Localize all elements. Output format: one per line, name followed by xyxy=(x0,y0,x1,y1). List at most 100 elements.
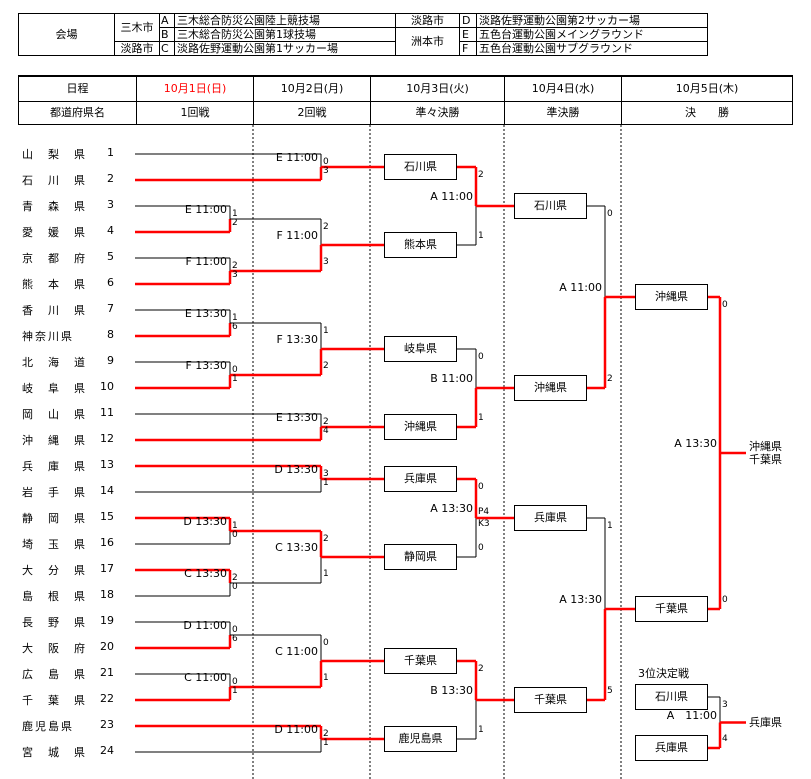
score-top: 0 xyxy=(232,625,238,635)
score-bottom: 2 xyxy=(323,361,329,371)
team-seed: 19 xyxy=(100,614,114,627)
team-name: 京 都 府 xyxy=(22,252,87,265)
day-date: 10月5日(木) xyxy=(675,82,739,95)
third-place-result: 兵庫県 xyxy=(749,715,782,729)
venue-code: D xyxy=(462,14,471,27)
score-top: 0 xyxy=(232,677,238,687)
team-box: 石川県 xyxy=(514,193,587,219)
team-seed: 13 xyxy=(100,458,114,471)
team-seed: 14 xyxy=(100,484,114,497)
match-time: C 13:30 xyxy=(275,541,318,554)
score-bottom: 1 xyxy=(323,569,329,579)
team-name: 青 森 県 xyxy=(22,200,87,213)
match-time: A 11:00 xyxy=(430,190,473,203)
score-top: 0 xyxy=(323,638,329,648)
score-bottom: 1 xyxy=(232,686,238,696)
day-round: 準決勝 xyxy=(546,106,580,119)
score-bottom: 5 xyxy=(607,686,613,696)
team-name: 北 海 道 xyxy=(22,356,87,369)
team-box: 静岡県 xyxy=(384,544,457,570)
team-box: 兵庫県 xyxy=(635,735,708,761)
team-seed: 20 xyxy=(100,640,114,653)
team-name: 石 川 県 xyxy=(22,174,87,187)
team-box: 千葉県 xyxy=(384,648,457,674)
score-top: 2 xyxy=(478,170,484,180)
score-bottom: 4 xyxy=(323,426,329,436)
score-top: 1 xyxy=(323,326,329,336)
pk-score-top: P4 xyxy=(478,507,490,517)
score-top: 1 xyxy=(232,209,238,219)
score-top: 0 xyxy=(478,352,484,362)
score-top: 0 xyxy=(232,365,238,375)
score-bottom: 1 xyxy=(478,231,484,241)
venue-name: 淡路佐野運動公園第2サッカー場 xyxy=(479,14,640,27)
team-seed: 8 xyxy=(107,328,114,341)
team-name: 宮 城 県 xyxy=(22,746,87,759)
score-top: 2 xyxy=(232,573,238,583)
team-box: 千葉県 xyxy=(635,596,708,622)
team-name: 熊 本 県 xyxy=(22,278,87,291)
venue-code: B xyxy=(161,28,169,41)
team-seed: 6 xyxy=(107,276,114,289)
team-name: 愛 媛 県 xyxy=(22,226,87,239)
team-name: 大 分 県 xyxy=(22,564,87,577)
team-seed: 24 xyxy=(100,744,114,757)
final-result: 沖縄県 xyxy=(749,440,782,453)
team-box: 岐阜県 xyxy=(384,336,457,362)
score-top: 2 xyxy=(232,261,238,271)
score-top: 3 xyxy=(323,469,329,479)
venue-code: A xyxy=(161,14,169,27)
team-seed: 3 xyxy=(107,198,114,211)
score-top: 1 xyxy=(232,521,238,531)
score-bottom: 4 xyxy=(722,734,728,744)
score-top: 2 xyxy=(323,222,329,232)
venue-name: 五色台運動公園サブグラウンド xyxy=(479,42,633,55)
team-name: 静 岡 県 xyxy=(22,512,87,525)
match-time: C 11:00 xyxy=(275,645,318,658)
score-bottom: 1 xyxy=(232,374,238,384)
team-name: 島 根 県 xyxy=(22,590,87,603)
venue-city: 淡路市 xyxy=(120,42,154,55)
score-top: 0 xyxy=(722,300,728,310)
prefecture-label: 都道府県名 xyxy=(50,106,105,119)
match-time: E 11:00 xyxy=(275,151,318,164)
match-time: E 13:30 xyxy=(275,411,318,424)
match-time: D 13:30 xyxy=(274,463,318,476)
third-place-label: 3位決定戦 xyxy=(638,667,689,680)
team-box: 熊本県 xyxy=(384,232,457,258)
score-bottom: 6 xyxy=(232,322,238,332)
match-time: C 13:30 xyxy=(184,567,227,580)
score-top: 0 xyxy=(323,157,329,167)
match-time: D 11:00 xyxy=(183,619,227,632)
score-top: 0 xyxy=(607,209,613,219)
venue-name: 五色台運動公園メイングラウンド xyxy=(479,28,644,41)
score-top: 2 xyxy=(323,534,329,544)
score-top: 1 xyxy=(232,313,238,323)
team-name: 岩 手 県 xyxy=(22,486,87,499)
match-time: A 13:30 xyxy=(674,437,717,450)
score-top: 1 xyxy=(607,521,613,531)
venue-city: 洲本市 xyxy=(411,35,444,48)
match-time: F 13:30 xyxy=(185,359,227,372)
match-time: D 11:00 xyxy=(274,723,318,736)
team-box: 沖縄県 xyxy=(514,375,587,401)
venue-code: F xyxy=(462,42,469,55)
team-seed: 10 xyxy=(100,380,114,393)
score-bottom: 1 xyxy=(323,673,329,683)
venue-name: 三木総合防災公園陸上競技場 xyxy=(177,14,320,27)
venue-table: 会場 三木市 A 三木総合防災公園陸上競技場 B 三木総合防災公園第1球技場 淡… xyxy=(18,13,708,56)
match-time: D 13:30 xyxy=(183,515,227,528)
team-name: 香 川 県 xyxy=(22,304,87,317)
final-result: 千葉県 xyxy=(749,453,782,466)
match-time: B 13:30 xyxy=(430,684,473,697)
day-date: 10月3日(火) xyxy=(406,82,469,95)
team-box: 兵庫県 xyxy=(384,466,457,492)
team-seed: 5 xyxy=(107,250,114,263)
team-seed: 9 xyxy=(107,354,114,367)
team-name: 山 梨 県 xyxy=(22,148,87,161)
team-seed: 16 xyxy=(100,536,114,549)
team-box: 鹿児島県 xyxy=(384,726,457,752)
venue-code: C xyxy=(161,42,169,55)
score-bottom: 6 xyxy=(232,634,238,644)
